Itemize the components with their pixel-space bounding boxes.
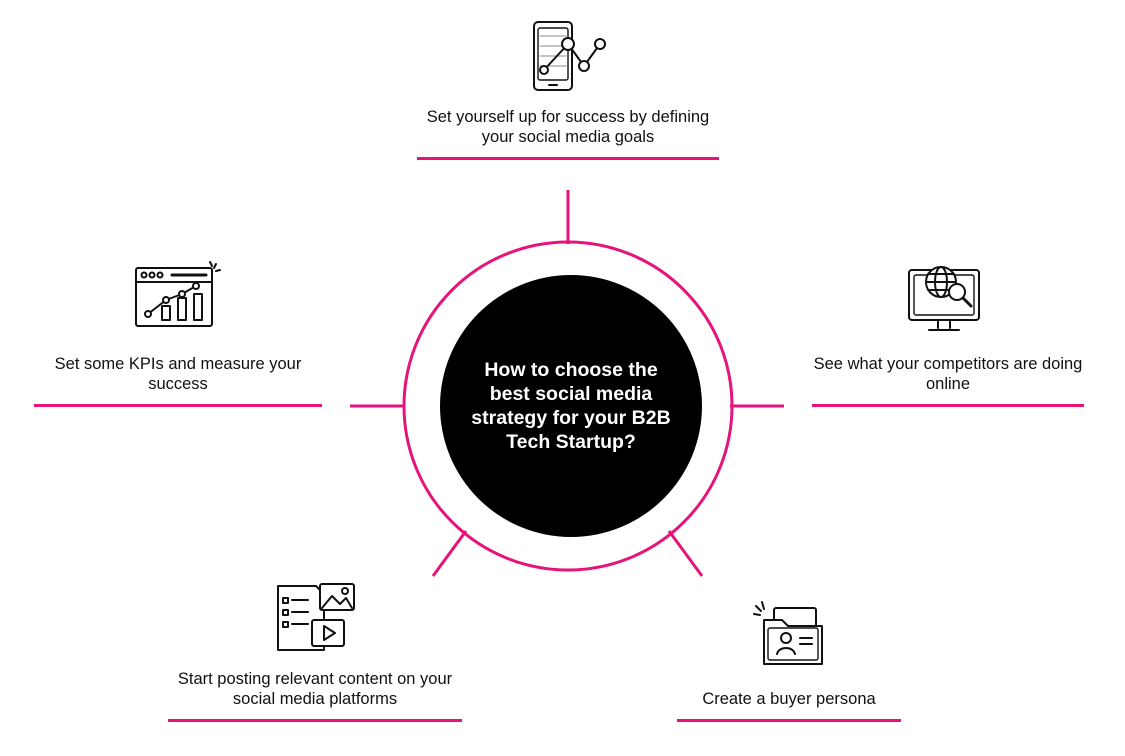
connector-bottom-right: [667, 530, 704, 577]
step-content-label: Start posting relevant content on your s…: [177, 670, 453, 708]
center-circle: How to choose the best social media stra…: [440, 275, 702, 537]
step-persona: Create a buyer persona: [677, 689, 901, 722]
step-kpis-label: Set some KPIs and measure your success: [54, 355, 302, 393]
step-goals-label: Set yourself up for success by defining …: [426, 108, 710, 146]
documents-media-icon: [274, 582, 358, 652]
center-title: How to choose the best social media stra…: [471, 359, 671, 453]
step-competitors: See what your competitors are doing onli…: [812, 354, 1084, 407]
step-content: Start posting relevant content on your s…: [168, 669, 462, 722]
step-kpis-underline: [34, 404, 322, 407]
monitor-globe-search-icon: [905, 262, 983, 336]
step-persona-label: Create a buyer persona: [702, 690, 876, 708]
browser-chart-icon: [132, 258, 222, 330]
step-goals: Set yourself up for success by defining …: [417, 107, 719, 160]
step-persona-underline: [677, 719, 901, 722]
connector-bottom-left: [431, 530, 468, 577]
step-goals-underline: [417, 157, 719, 160]
step-competitors-underline: [812, 404, 1084, 407]
step-competitors-label: See what your competitors are doing onli…: [813, 355, 1083, 393]
phone-analytics-icon: [528, 18, 608, 94]
step-kpis: Set some KPIs and measure your success: [34, 354, 322, 407]
folder-profile-icon: [752, 600, 830, 670]
step-content-underline: [168, 719, 462, 722]
